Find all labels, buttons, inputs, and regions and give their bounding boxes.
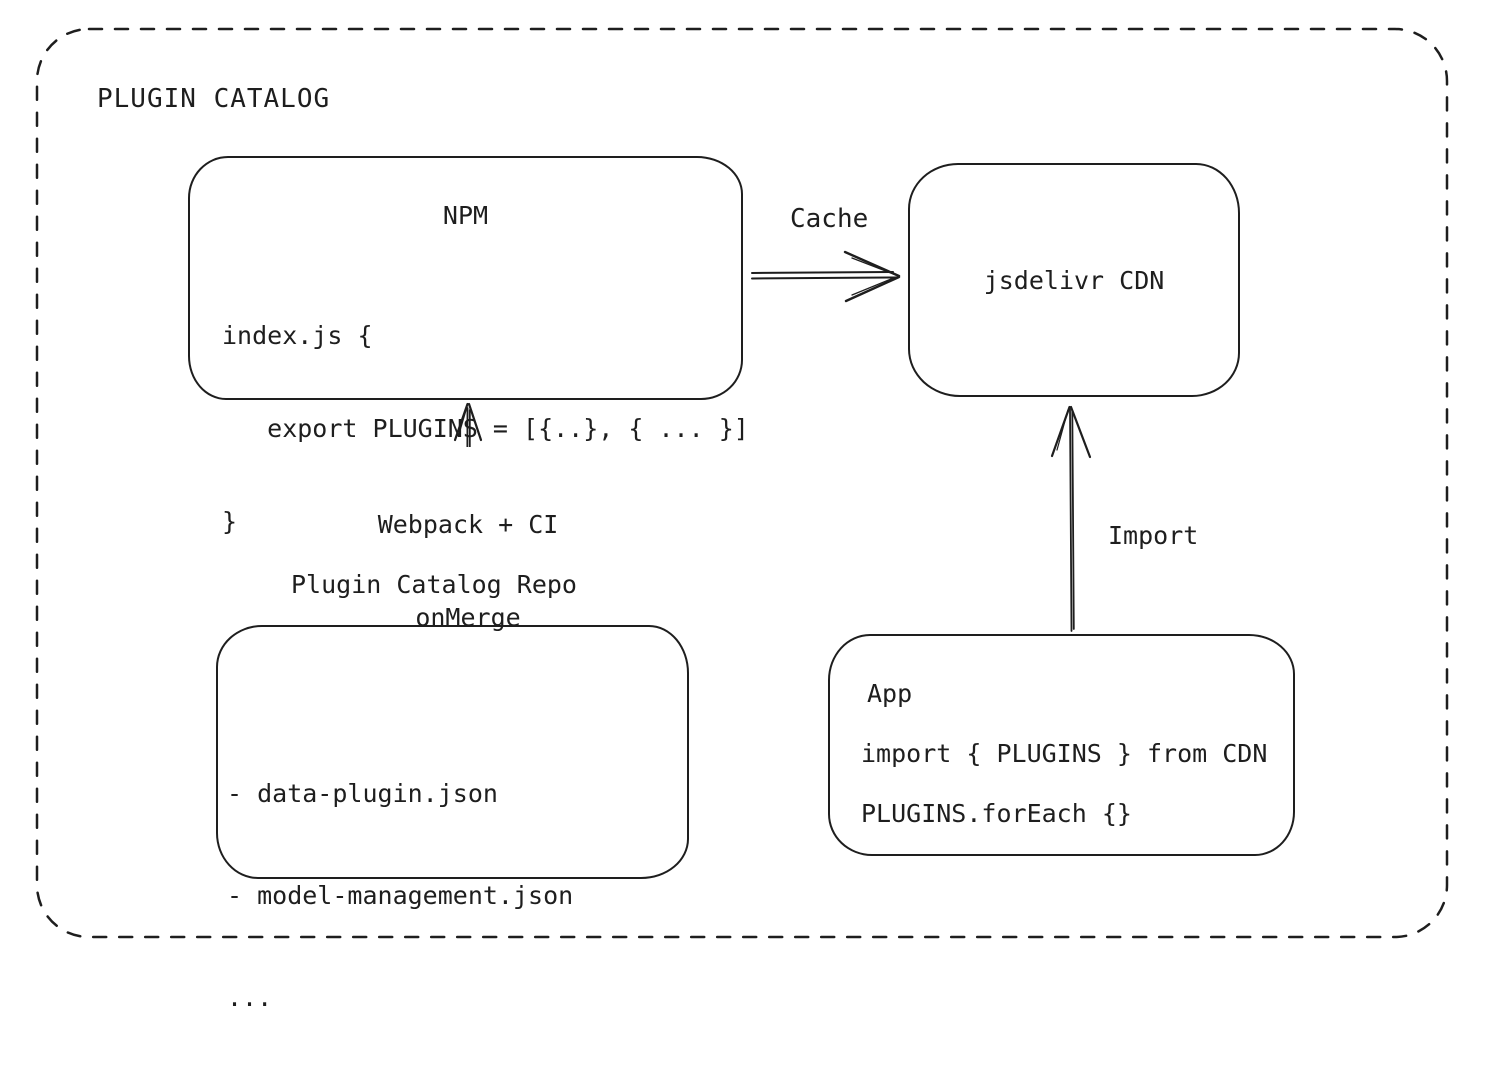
npm-node: NPM index.js { export PLUGINS = [{..}, {…	[188, 156, 749, 536]
cache-arrow	[751, 250, 901, 303]
repo-file-item: ...	[227, 983, 273, 1012]
plugin-catalog-frame	[35, 27, 1449, 939]
repo-file-item: - model-management.json	[227, 881, 574, 910]
build-arrow-label-line: onMerge	[415, 603, 521, 632]
import-arrow-label: Import	[1108, 521, 1199, 550]
app-code-line: PLUGINS.forEach {}	[861, 799, 1132, 828]
repo-node: - data-plugin.json - model-management.js…	[216, 625, 689, 1012]
npm-code-block: index.js { export PLUGINS = [{..}, { ...…	[222, 258, 749, 599]
build-arrow-label-line: Webpack + CI	[377, 510, 559, 539]
cache-arrow-label: Cache	[790, 204, 869, 234]
diagram-title: PLUGIN CATALOG	[97, 84, 331, 114]
cdn-node: jsdelivr CDN	[908, 163, 1240, 397]
cdn-node-label: jsdelivr CDN	[983, 265, 1165, 295]
diagram-canvas	[35, 27, 1449, 939]
app-code-line: import { PLUGINS } from CDN	[861, 739, 1268, 768]
build-arrow-label: Webpack + CI onMerge	[338, 447, 598, 664]
repo-node-label: Plugin Catalog Repo	[291, 570, 577, 599]
app-node: App import { PLUGINS } from CDN PLUGINS.…	[828, 634, 1295, 856]
npm-code-line: export PLUGINS = [{..}, { ... }]	[222, 414, 749, 443]
import-arrow	[1050, 405, 1092, 632]
npm-node-title: NPM	[442, 201, 489, 230]
npm-code-line: index.js {	[222, 321, 373, 350]
repo-file-list: - data-plugin.json - model-management.js…	[227, 709, 573, 1083]
app-node-title: App	[867, 679, 913, 708]
npm-code-line: }	[222, 507, 238, 536]
repo-file-item: - data-plugin.json	[227, 779, 498, 808]
